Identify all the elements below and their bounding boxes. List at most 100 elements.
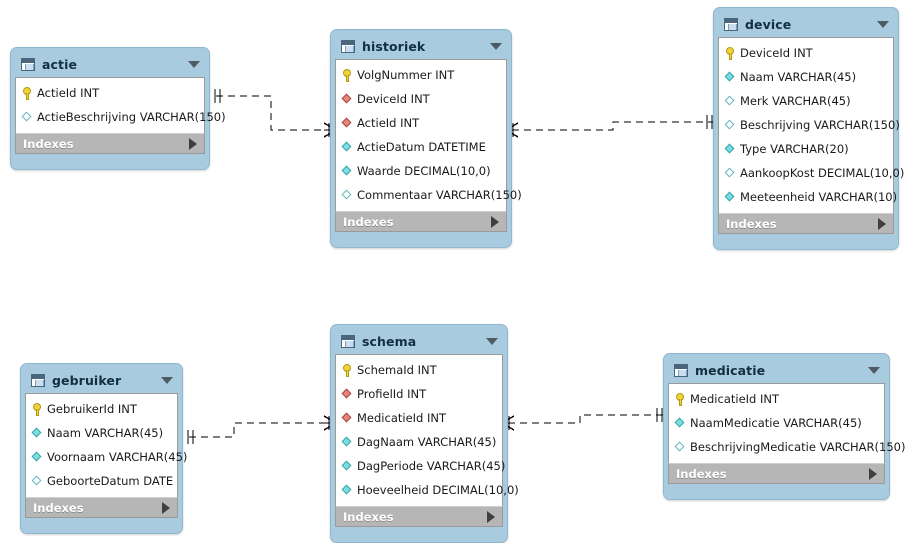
indexes-section-historiek[interactable]: Indexes	[335, 211, 507, 232]
column-label: DeviceId INT	[357, 92, 430, 106]
column-row[interactable]: SchemaId INT	[336, 358, 502, 382]
column-row[interactable]: VolgNummer INT	[336, 63, 506, 87]
column-label: NaamMedicatie VARCHAR(45)	[690, 416, 862, 430]
column-row[interactable]: ActieDatum DATETIME	[336, 135, 506, 159]
chevron-down-icon[interactable]	[490, 43, 502, 50]
column-row[interactable]: MedicatieId INT	[669, 387, 884, 411]
table-name: gebruiker	[52, 373, 122, 388]
not-null-column-diamond-icon	[724, 71, 736, 83]
table-header-device[interactable]: device	[718, 12, 894, 37]
column-list-historiek: VolgNummer INT DeviceId INT ActieId INT Act…	[335, 59, 522, 211]
primary-key-icon	[32, 402, 43, 416]
column-label: Meeteenheid VARCHAR(10)	[740, 190, 898, 204]
column-label: ActieDatum DATETIME	[357, 140, 486, 154]
indexes-label: Indexes	[726, 216, 777, 231]
chevron-right-icon[interactable]	[162, 501, 170, 514]
column-row[interactable]: DeviceId INT	[719, 41, 893, 65]
column-label: VolgNummer INT	[357, 68, 455, 82]
chevron-down-icon[interactable]	[188, 61, 200, 68]
chevron-down-icon[interactable]	[877, 21, 889, 28]
indexes-section-actie[interactable]: Indexes	[15, 133, 205, 154]
column-row[interactable]: Naam VARCHAR(45)	[26, 421, 177, 445]
column-row[interactable]: GeboorteDatum DATE	[26, 469, 177, 493]
column-row[interactable]: DagNaam VARCHAR(45)	[336, 430, 502, 454]
chevron-right-icon[interactable]	[189, 137, 197, 150]
primary-key-icon	[342, 363, 353, 377]
not-null-column-diamond-icon	[31, 451, 43, 463]
column-row[interactable]: Merk VARCHAR(45)	[719, 89, 893, 113]
column-label: MedicatieId INT	[357, 411, 447, 425]
nullable-column-diamond-icon	[21, 111, 33, 123]
column-row[interactable]: MedicatieId INT	[336, 406, 502, 430]
table-header-schema[interactable]: schema	[335, 329, 503, 354]
not-null-column-diamond-icon	[724, 143, 736, 155]
indexes-section-gebruiker[interactable]: Indexes	[25, 497, 178, 518]
table-header-historiek[interactable]: historiek	[335, 34, 507, 59]
table-footer	[15, 154, 205, 165]
column-row[interactable]: Commentaar VARCHAR(150)	[336, 183, 522, 207]
column-label: Merk VARCHAR(45)	[740, 94, 851, 108]
column-row[interactable]: GebruikerId INT	[26, 397, 177, 421]
chevron-right-icon[interactable]	[487, 510, 495, 523]
table-header-gebruiker[interactable]: gebruiker	[25, 368, 178, 393]
column-label: GebruikerId INT	[47, 402, 137, 416]
column-label: GeboorteDatum DATE	[47, 474, 174, 488]
not-null-column-diamond-icon	[341, 484, 353, 496]
column-row[interactable]: ProfielId INT	[336, 382, 502, 406]
column-row[interactable]: Type VARCHAR(20)	[719, 137, 893, 161]
chevron-right-icon[interactable]	[878, 217, 886, 230]
column-row[interactable]: DagPeriode VARCHAR(45)	[336, 454, 506, 478]
indexes-label: Indexes	[23, 136, 74, 151]
column-row[interactable]: ActieId INT	[336, 111, 506, 135]
primary-key-icon	[22, 86, 33, 100]
not-null-column-diamond-icon	[341, 460, 353, 472]
column-row[interactable]: Waarde DECIMAL(10,0)	[336, 159, 506, 183]
column-list-medicatie: MedicatieId INT NaamMedicatie VARCHAR(45)…	[668, 383, 905, 463]
indexes-section-medicatie[interactable]: Indexes	[668, 463, 885, 484]
not-null-column-diamond-icon	[341, 141, 353, 153]
column-label: Beschrijving VARCHAR(150)	[740, 118, 900, 132]
chevron-right-icon[interactable]	[491, 215, 499, 228]
indexes-section-device[interactable]: Indexes	[718, 213, 894, 234]
column-row[interactable]: Meeteenheid VARCHAR(10)	[719, 185, 897, 209]
indexes-section-schema[interactable]: Indexes	[335, 506, 503, 527]
foreign-key-diamond-icon	[341, 388, 353, 400]
column-row[interactable]: ActieBeschrijving VARCHAR(150)	[16, 105, 226, 129]
column-row[interactable]: DeviceId INT	[336, 87, 506, 111]
column-row[interactable]: Naam VARCHAR(45)	[719, 65, 893, 89]
column-row[interactable]: NaamMedicatie VARCHAR(45)	[669, 411, 884, 435]
chevron-down-icon[interactable]	[868, 367, 880, 374]
column-label: DagPeriode VARCHAR(45)	[357, 459, 506, 473]
column-row[interactable]: AankoopKost DECIMAL(10,0)	[719, 161, 904, 185]
foreign-key-diamond-icon	[341, 93, 353, 105]
indexes-label: Indexes	[343, 214, 394, 229]
chevron-down-icon[interactable]	[486, 338, 498, 345]
column-label: AankoopKost DECIMAL(10,0)	[740, 166, 905, 180]
not-null-column-diamond-icon	[341, 165, 353, 177]
chevron-right-icon[interactable]	[869, 467, 877, 480]
table-name: actie	[42, 57, 78, 72]
table-header-actie[interactable]: actie	[15, 52, 205, 77]
table-icon	[341, 335, 355, 348]
relationship-line-historiek-device	[512, 121, 713, 131]
column-row[interactable]: Beschrijving VARCHAR(150)	[719, 113, 900, 137]
column-row[interactable]: Voornaam VARCHAR(45)	[26, 445, 187, 469]
nullable-column-diamond-icon	[724, 119, 736, 131]
table-name: medicatie	[695, 363, 766, 378]
column-row[interactable]: BeschrijvingMedicatie VARCHAR(150)	[669, 435, 905, 459]
column-row[interactable]: ActieId INT	[16, 81, 204, 105]
column-row[interactable]: Hoeveelheid DECIMAL(10,0)	[336, 478, 519, 502]
nullable-column-diamond-icon	[341, 189, 353, 201]
table-header-medicatie[interactable]: medicatie	[668, 358, 885, 383]
table-icon	[31, 374, 45, 387]
chevron-down-icon[interactable]	[161, 377, 173, 384]
